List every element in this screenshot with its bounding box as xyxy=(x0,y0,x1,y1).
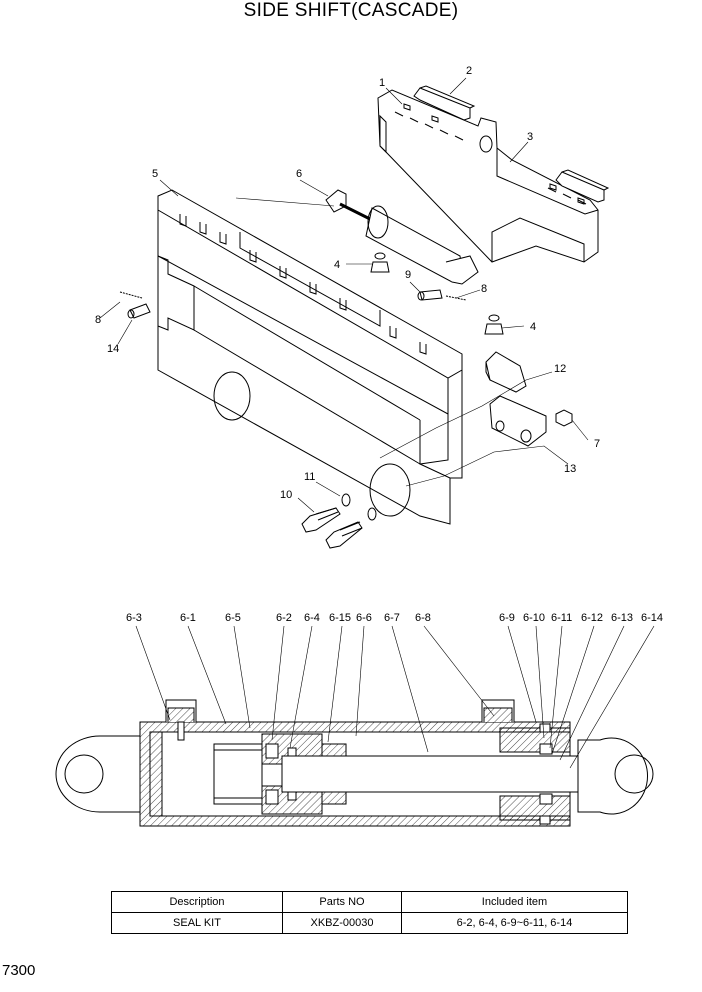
callout-6-14: 6-14 xyxy=(641,612,663,624)
callout-9: 9 xyxy=(405,269,411,281)
callout-6-9: 6-9 xyxy=(499,612,515,624)
cell-included-item: 6-2, 6-4, 6-9~6-11, 6-14 xyxy=(401,912,628,934)
upper-exploded-view xyxy=(119,85,610,549)
callout-11: 11 xyxy=(304,471,315,483)
cell-parts-no: XKBZ-00030 xyxy=(282,912,402,934)
callout-13: 13 xyxy=(564,463,576,475)
callout-8-left: 8 xyxy=(95,314,101,326)
callout-14: 14 xyxy=(107,343,119,355)
hook-screws xyxy=(403,103,585,205)
lower-callouts: 6-3 6-1 6-5 6-2 6-4 6-15 6-6 6-7 6-8 6-9… xyxy=(126,612,663,624)
callout-6-10: 6-10 xyxy=(523,612,545,624)
seal-kit-table: Description Parts NO Included item SEAL … xyxy=(111,891,628,934)
nut xyxy=(555,409,573,427)
cell-description: SEAL KIT xyxy=(111,912,283,934)
lower-bracket xyxy=(489,395,547,447)
upper-leader-lines xyxy=(99,77,589,513)
wear-pad xyxy=(485,351,527,393)
callout-6-1: 6-1 xyxy=(180,612,196,624)
upper-hook-right xyxy=(555,169,610,203)
callout-6-2: 6-2 xyxy=(276,612,292,624)
cylinder-cross-section xyxy=(55,699,654,827)
callout-6-12: 6-12 xyxy=(581,612,603,624)
callout-2: 2 xyxy=(466,65,472,77)
callout-6-4: 6-4 xyxy=(304,612,320,624)
table-row: SEAL KIT XKBZ-00030 6-2, 6-4, 6-9~6-11, … xyxy=(111,912,628,934)
header-included-item: Included item xyxy=(401,891,628,913)
upper-hook-left xyxy=(413,85,476,121)
callout-5: 5 xyxy=(152,168,158,180)
page-title: SIDE SHIFT(CASCADE) xyxy=(243,0,459,21)
side-shift-cylinder xyxy=(325,189,479,285)
callout-6-5: 6-5 xyxy=(225,612,241,624)
callout-4-lower: 4 xyxy=(530,321,536,333)
callout-3: 3 xyxy=(527,131,533,143)
header-description: Description xyxy=(111,891,283,913)
callout-10: 10 xyxy=(280,489,292,501)
frame-pin-left xyxy=(119,291,151,319)
lower-leader-lines xyxy=(135,625,655,769)
bolts-and-washers xyxy=(301,493,377,549)
callout-6-6: 6-6 xyxy=(356,612,372,624)
header-parts-no: Parts NO xyxy=(282,891,402,913)
table-header-row: Description Parts NO Included item xyxy=(111,891,628,913)
grease-fitting-lower xyxy=(484,314,504,335)
callout-6-8: 6-8 xyxy=(415,612,431,624)
callout-12: 12 xyxy=(554,363,566,375)
callout-6-15: 6-15 xyxy=(329,612,351,624)
callout-1: 1 xyxy=(379,77,385,89)
grease-fitting-upper xyxy=(370,252,390,273)
callout-6-13: 6-13 xyxy=(611,612,633,624)
upper-callouts: 1 2 3 4 4 5 6 7 8 8 9 10 11 12 13 14 xyxy=(95,65,600,501)
cylinder-pin xyxy=(417,289,467,301)
callout-6-11: 6-11 xyxy=(551,612,572,624)
callout-8-right: 8 xyxy=(481,283,487,295)
callout-7: 7 xyxy=(594,438,600,450)
rear-frame-bracket xyxy=(377,89,599,263)
callout-6-7: 6-7 xyxy=(384,612,400,624)
page-number: 7300 xyxy=(2,962,36,979)
callout-6: 6 xyxy=(296,168,302,180)
callout-4-upper: 4 xyxy=(334,259,340,271)
callout-6-3: 6-3 xyxy=(126,612,142,624)
